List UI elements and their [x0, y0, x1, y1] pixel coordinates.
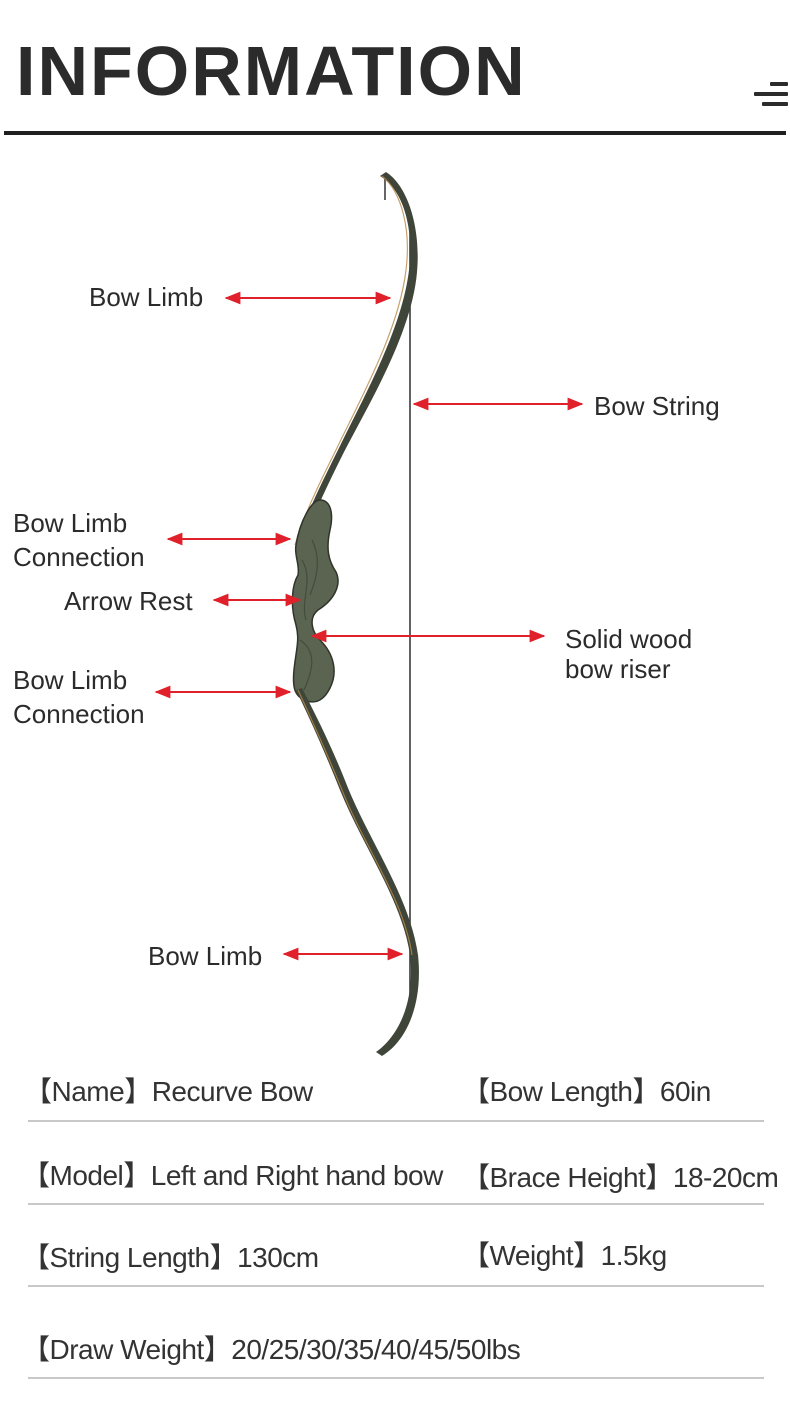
- label-limb-connection-top-line2: Connection: [13, 542, 145, 572]
- header-divider: [4, 131, 786, 135]
- label-arrow-rest: Arrow Rest: [64, 586, 193, 616]
- label-riser-line2: bow riser: [565, 654, 671, 684]
- menu-bar-bottom: [762, 102, 788, 106]
- spec-bow-length: 【Bow Length】60in: [462, 1074, 711, 1110]
- bow-diagram: [0, 140, 790, 1070]
- spec-string-length-key: 【String Length】: [22, 1242, 238, 1273]
- spec-weight: 【Weight】1.5kg: [462, 1238, 667, 1274]
- spec-bow-length-value: 60in: [659, 1076, 711, 1107]
- label-bow-string: Bow String: [594, 391, 720, 421]
- spec-model-key: 【Model】: [22, 1160, 151, 1191]
- spec-string-length-value: 130cm: [237, 1242, 319, 1273]
- spec-name: 【Name】Recurve Bow: [24, 1074, 313, 1110]
- spec-divider: [28, 1285, 764, 1287]
- spec-weight-key: 【Weight】: [462, 1240, 601, 1271]
- menu-bar-top: [770, 82, 788, 86]
- spec-model-value: Left and Right hand bow: [150, 1160, 444, 1191]
- label-limb-connection-bottom-line2: Connection: [13, 699, 145, 729]
- spec-bow-length-key: 【Bow Length】: [462, 1076, 660, 1107]
- label-bow-limb-top: Bow Limb: [89, 282, 204, 312]
- menu-icon[interactable]: [752, 80, 788, 108]
- label-riser-line1: Solid wood: [565, 624, 693, 654]
- spec-brace-height-value: 18-20cm: [672, 1162, 779, 1193]
- spec-brace-height-key: 【Brace Height】: [462, 1162, 673, 1193]
- menu-bar-middle: [754, 92, 788, 96]
- spec-divider: [28, 1203, 764, 1205]
- label-limb-connection-bottom-line1: Bow Limb: [13, 665, 128, 695]
- spec-string-length: 【String Length】130cm: [22, 1240, 319, 1276]
- spec-weight-value: 1.5kg: [600, 1240, 668, 1271]
- page-title: INFORMATION: [16, 32, 527, 110]
- spec-name-value: Recurve Bow: [151, 1076, 314, 1107]
- lower-limb: [296, 688, 419, 1056]
- spec-name-key: 【Name】: [24, 1076, 152, 1107]
- spec-draw-weight-value: 20/25/30/35/40/45/50lbs: [231, 1334, 521, 1365]
- spec-brace-height: 【Brace Height】18-20cm: [462, 1160, 779, 1196]
- spec-draw-weight-key: 【Draw Weight】: [22, 1334, 232, 1365]
- spec-model: 【Model】Left and Right hand bow: [22, 1158, 443, 1194]
- label-bow-limb-bottom: Bow Limb: [148, 941, 263, 971]
- spec-divider: [28, 1377, 764, 1379]
- upper-limb: [296, 172, 418, 548]
- bow-illustration: [154, 172, 584, 1056]
- bow-riser: [291, 499, 339, 703]
- label-limb-connection-top-line1: Bow Limb: [13, 508, 128, 538]
- spec-divider: [28, 1120, 764, 1122]
- spec-draw-weight: 【Draw Weight】20/25/30/35/40/45/50lbs: [22, 1332, 521, 1368]
